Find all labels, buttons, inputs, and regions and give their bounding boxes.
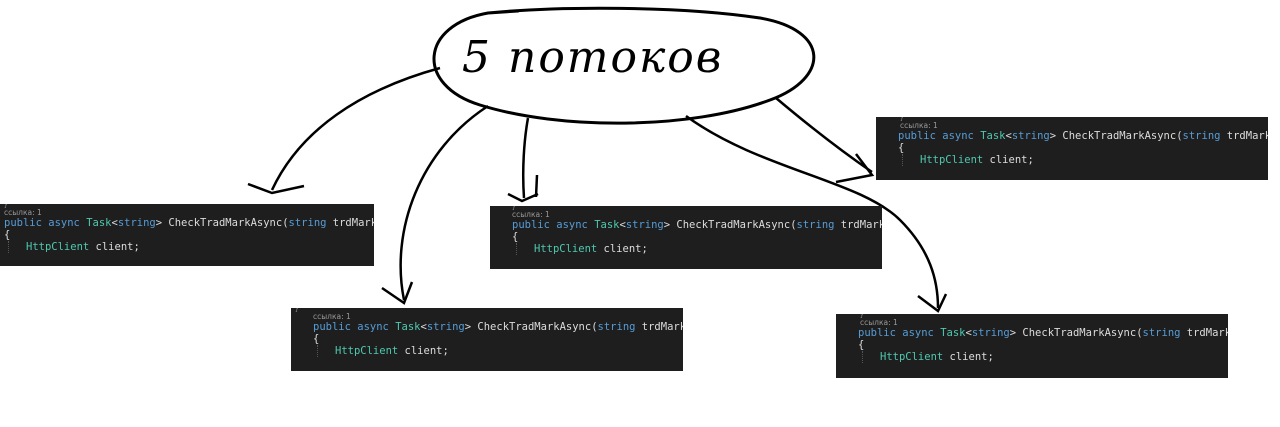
arrowhead-thread-3 bbox=[507, 174, 539, 203]
arrowhead-thread-2 bbox=[381, 281, 414, 305]
method-signature: public async Task<string> CheckTradMarkA… bbox=[4, 217, 374, 229]
code-snippet-thread-3: } ссылка: 1 public async Task<string> Ch… bbox=[490, 206, 882, 269]
references-count: ссылка: 1 bbox=[512, 210, 550, 219]
arrow-to-thread-3 bbox=[521, 117, 530, 199]
arrowhead-thread-5 bbox=[835, 153, 875, 184]
method-signature: public async Task<string> CheckTradMarkA… bbox=[898, 130, 1268, 142]
title-ellipse bbox=[432, 6, 816, 125]
arrow-to-thread-4 bbox=[685, 114, 940, 309]
arrowhead-thread-1 bbox=[247, 182, 305, 195]
code-snippet-thread-1: } ссылка: 1 public async Task<string> Ch… bbox=[0, 204, 374, 266]
arrowhead-thread-4 bbox=[917, 293, 948, 313]
references-count: ссылка: 1 bbox=[4, 208, 42, 217]
diagram-title: 5 потоков bbox=[462, 32, 723, 83]
references-count: ссылка: 1 bbox=[313, 312, 351, 321]
references-count: ссылка: 1 bbox=[900, 121, 938, 130]
field-declaration: HttpClient client; bbox=[494, 243, 882, 255]
method-signature: public async Task<string> CheckTradMarkA… bbox=[858, 327, 1228, 339]
method-signature: public async Task<string> CheckTradMarkA… bbox=[313, 321, 683, 333]
code-fragment: } bbox=[512, 206, 516, 210]
code-fragment: } bbox=[4, 204, 8, 208]
code-snippet-thread-5: } ссылка: 1 public async Task<string> Ch… bbox=[876, 117, 1268, 180]
open-brace: { bbox=[858, 339, 865, 351]
open-brace: { bbox=[313, 333, 320, 345]
field-declaration: HttpClient client; bbox=[295, 345, 683, 357]
code-fragment: } bbox=[295, 308, 299, 312]
open-brace: { bbox=[512, 231, 519, 243]
open-brace: { bbox=[4, 229, 11, 241]
references-count: ссылка: 1 bbox=[860, 318, 898, 327]
open-brace: { bbox=[898, 142, 905, 154]
code-fragment: } bbox=[900, 117, 904, 121]
arrow-to-thread-5 bbox=[775, 97, 873, 174]
code-fragment: } bbox=[860, 314, 864, 318]
code-snippet-thread-2: } ссылка: 1 public async Task<string> Ch… bbox=[291, 308, 683, 371]
field-declaration: HttpClient client; bbox=[4, 241, 374, 253]
arrow-to-thread-2 bbox=[399, 104, 489, 301]
method-signature: public async Task<string> CheckTradMarkA… bbox=[512, 219, 882, 231]
arrow-to-thread-1 bbox=[270, 66, 441, 191]
code-snippet-thread-4: } ссылка: 1 public async Task<string> Ch… bbox=[836, 314, 1228, 378]
field-declaration: HttpClient client; bbox=[880, 154, 1268, 166]
field-declaration: HttpClient client; bbox=[840, 351, 1228, 363]
